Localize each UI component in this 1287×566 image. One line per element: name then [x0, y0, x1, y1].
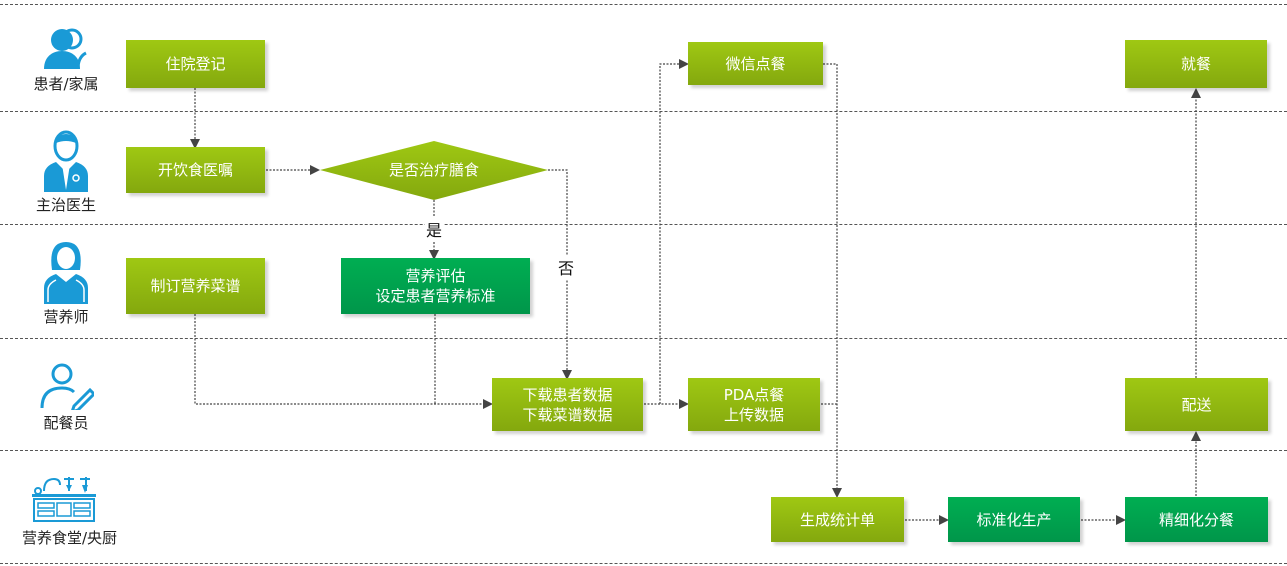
node-diet-order: 开饮食医嘱: [126, 147, 265, 193]
node-assessment: 营养评估 设定患者营养标准: [341, 258, 530, 314]
role-canteen: 营养食堂/央厨: [22, 475, 147, 548]
node-dining: 就餐: [1125, 40, 1267, 88]
dietitian-icon: [44, 242, 88, 304]
meal-server-icon: [40, 363, 94, 410]
node-admission: 住院登记: [126, 40, 265, 88]
role-doctor: 主治医生: [22, 130, 110, 215]
patient-family-icon: [44, 28, 87, 70]
kitchen-icon: [32, 477, 96, 522]
edge-decision-no: [548, 169, 572, 380]
role-label: 配餐员: [43, 414, 89, 432]
node-menu: 制订营养菜谱: [126, 258, 265, 314]
node-production: 标准化生产: [948, 497, 1080, 542]
role-patient-family: 患者/家属: [22, 27, 110, 94]
role-label: 患者/家属: [33, 75, 99, 93]
edge-label-yes: 是: [425, 217, 444, 241]
edge-menu-to-download: [194, 314, 493, 409]
lane-divider: [0, 338, 1287, 339]
lane-divider: [0, 450, 1287, 451]
role-dietitian: 营养师: [22, 240, 110, 327]
node-delivery: 配送: [1125, 378, 1268, 431]
edge-label-no: 否: [557, 255, 576, 279]
node-portioning: 精细化分餐: [1125, 497, 1268, 542]
role-label: 营养师: [43, 308, 89, 326]
lane-divider: [0, 111, 1287, 112]
lane-divider: [0, 563, 1287, 564]
node-download: 下载患者数据 下载菜谱数据: [492, 378, 643, 431]
role-label: 主治医生: [35, 196, 96, 214]
lane-divider: [0, 224, 1287, 225]
role-label: 营养食堂/央厨: [22, 529, 118, 547]
node-stats: 生成统计单: [771, 497, 904, 542]
lane-divider: [0, 4, 1287, 5]
node-wechat-order: 微信点餐: [688, 42, 823, 85]
node-decision-label: 是否治疗膳食: [388, 161, 479, 179]
edge-download-to-wechat: [659, 59, 689, 404]
node-pda-order: PDA点餐 上传数据: [688, 378, 820, 431]
decision-diamond: [320, 141, 548, 200]
doctor-icon: [44, 130, 88, 192]
edge-wechat-to-stats: [823, 63, 842, 498]
role-meal-server: 配餐员: [22, 362, 110, 433]
